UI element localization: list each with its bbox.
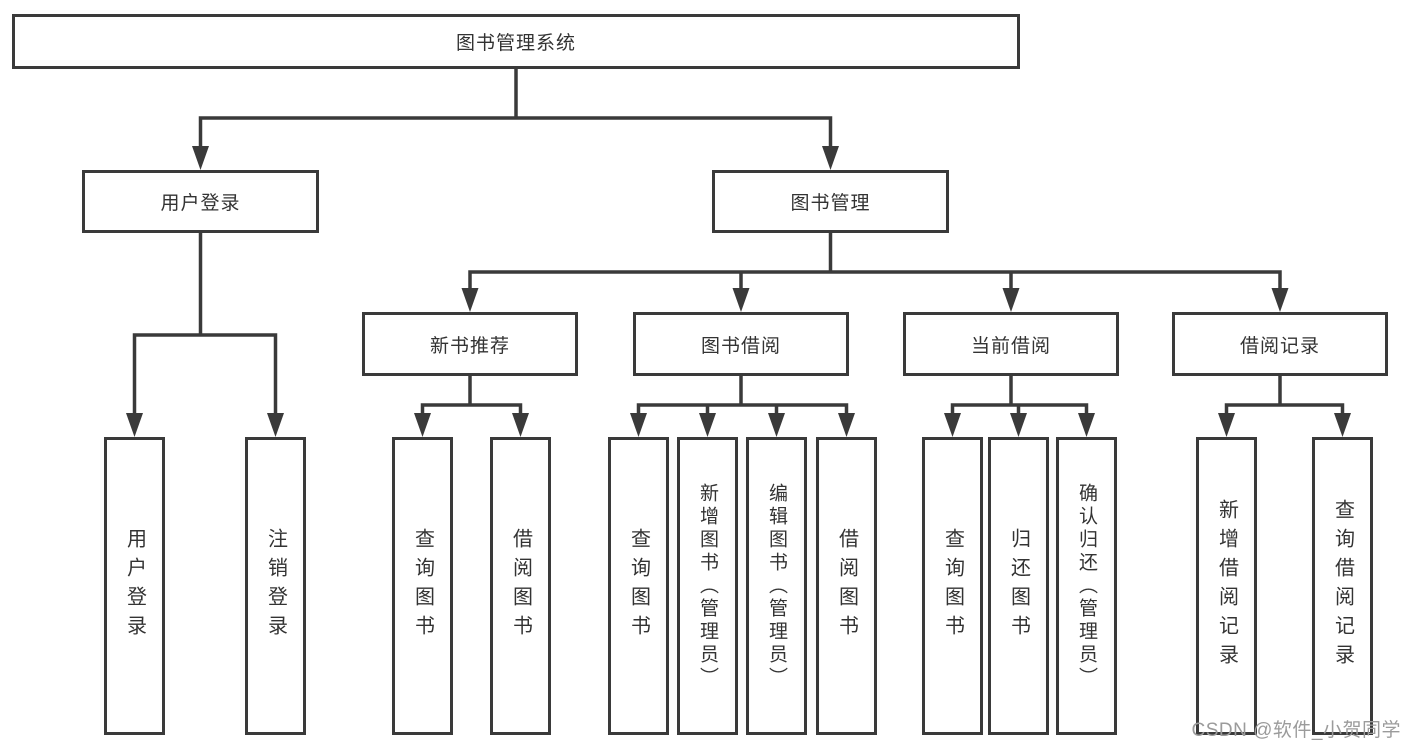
node-label: 归还图书 <box>1007 528 1030 644</box>
leaf-query-books-borrow: 查询图书 <box>608 437 669 735</box>
arrow-icon <box>192 146 209 170</box>
node-label: 当前借阅 <box>970 335 1051 357</box>
arrow-icon <box>838 413 855 437</box>
node-label: 图书管理 <box>790 193 871 214</box>
node-label: 图书借阅 <box>700 335 781 357</box>
arrow-icon <box>1334 413 1351 437</box>
arrow-icon <box>461 288 479 312</box>
edge-bookmgmt-to-level3 <box>468 231 1282 294</box>
leaf-borrow-books: 借阅图书 <box>816 437 877 735</box>
edge-records-to-leaves <box>1224 374 1345 419</box>
arrow-icon <box>1271 288 1289 312</box>
arrowheads <box>126 146 1351 437</box>
leaf-query-borrow-record: 查询借阅记录 <box>1312 437 1373 735</box>
leaf-add-borrow-record: 新增借阅记录 <box>1196 437 1257 735</box>
edge-current-to-leaves <box>950 374 1089 419</box>
arrow-icon <box>414 413 431 437</box>
arrow-icon <box>267 413 284 437</box>
node-label: 借阅记录 <box>1239 335 1320 357</box>
node-label: 查询图书 <box>411 528 434 644</box>
arrow-icon <box>1078 413 1095 437</box>
arrow-icon <box>1010 413 1027 437</box>
arrow-icon <box>768 413 785 437</box>
leaf-return-books: 归还图书 <box>988 437 1049 735</box>
node-book-management: 图书管理 <box>712 170 949 233</box>
arrow-icon <box>699 413 716 437</box>
node-label: 查询图书 <box>627 528 650 644</box>
node-label: 编辑图书（管理员） <box>766 482 787 690</box>
leaf-logout: 注销登录 <box>245 437 306 735</box>
node-label: 注销登录 <box>264 528 287 644</box>
leaf-add-books-admin: 新增图书（管理员） <box>677 437 738 735</box>
leaf-query-books-recommend: 查询图书 <box>392 437 453 735</box>
leaf-query-books-current: 查询图书 <box>922 437 983 735</box>
arrow-icon <box>126 413 143 437</box>
node-label: 新增借阅记录 <box>1215 499 1238 673</box>
node-library-system: 图书管理系统 <box>12 14 1020 69</box>
node-label: 确认归还（管理员） <box>1076 482 1097 690</box>
edge-root-to-level2 <box>198 67 833 152</box>
leaf-user-login: 用户登录 <box>104 437 165 735</box>
node-label: 查询图书 <box>941 528 964 644</box>
arrow-icon <box>1002 288 1020 312</box>
arrow-icon <box>1218 413 1235 437</box>
leaf-confirm-return-admin: 确认归还（管理员） <box>1056 437 1117 735</box>
node-label: 用户登录 <box>160 193 241 214</box>
node-label: 新增图书（管理员） <box>697 482 718 690</box>
leaf-edit-books-admin: 编辑图书（管理员） <box>746 437 807 735</box>
arrow-icon <box>822 146 839 170</box>
edge-borrow-to-leaves <box>636 374 849 419</box>
node-label: 借阅图书 <box>835 528 858 644</box>
node-label: 查询借阅记录 <box>1331 499 1354 673</box>
arrow-icon <box>732 288 750 312</box>
node-label: 新书推荐 <box>429 335 510 357</box>
node-label: 借阅图书 <box>509 528 532 644</box>
node-user-login: 用户登录 <box>82 170 319 233</box>
arrow-icon <box>512 413 529 437</box>
node-label: 用户登录 <box>123 528 146 644</box>
node-borrow-records: 借阅记录 <box>1172 312 1388 376</box>
arrow-icon <box>630 413 647 437</box>
edge-userlogin-to-leaves <box>132 231 278 419</box>
node-current-borrow: 当前借阅 <box>903 312 1119 376</box>
arrow-icon <box>944 413 961 437</box>
edge-recommend-to-leaves <box>420 374 523 419</box>
node-new-book-recommend: 新书推荐 <box>362 312 578 376</box>
leaf-borrow-books-recommend: 借阅图书 <box>490 437 551 735</box>
node-label: 图书管理系统 <box>455 33 576 54</box>
node-book-borrow: 图书借阅 <box>633 312 849 376</box>
